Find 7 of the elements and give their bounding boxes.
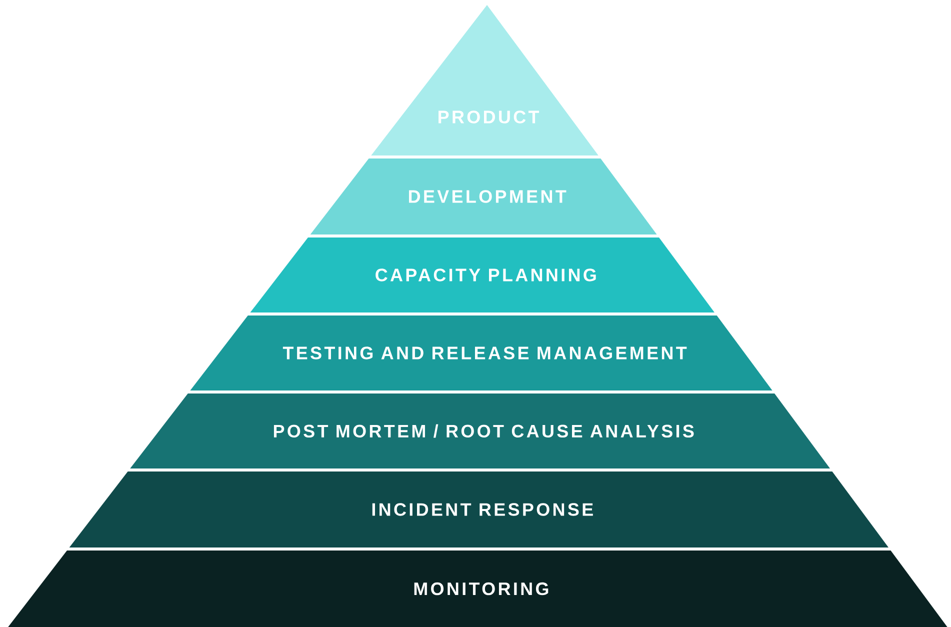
pyramid-tier: DEVELOPMENT xyxy=(310,158,657,234)
pyramid-tier: POST MORTEM / ROOT CAUSE ANALYSIS xyxy=(130,394,830,468)
pyramid-tier: MONITORING xyxy=(8,550,948,627)
pyramid-tier: CAPACITY PLANNING xyxy=(250,238,714,312)
pyramid-tier: PRODUCT xyxy=(371,5,598,156)
pyramid-tier: INCIDENT RESPONSE xyxy=(69,472,888,548)
pyramid-tier: TESTING AND RELEASE MANAGEMENT xyxy=(190,316,772,390)
